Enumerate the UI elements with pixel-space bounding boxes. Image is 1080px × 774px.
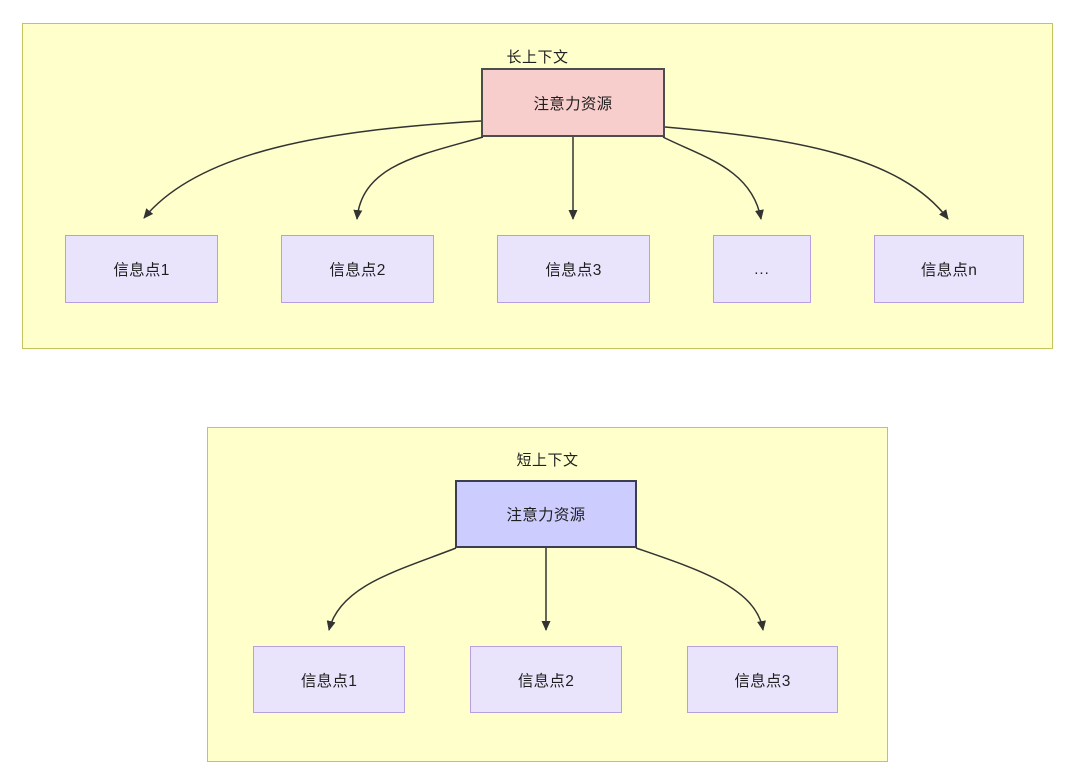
node-info-point-3-long[interactable]: 信息点3 — [497, 235, 650, 303]
node-label: 信息点2 — [329, 262, 386, 279]
node-label: 信息点n — [920, 262, 978, 279]
node-label: 注意力资源 — [506, 507, 586, 524]
node-info-point-ellipsis-long[interactable]: ... — [713, 235, 811, 303]
node-info-point-n-long[interactable]: 信息点n — [874, 235, 1024, 303]
node-info-point-3-short[interactable]: 信息点3 — [687, 646, 838, 713]
node-info-point-2-long[interactable]: 信息点2 — [281, 235, 434, 303]
node-info-point-1-short[interactable]: 信息点1 — [253, 646, 405, 713]
node-attention-resource-long[interactable]: 注意力资源 — [481, 68, 665, 137]
node-label: 注意力资源 — [533, 95, 613, 113]
node-label: 信息点2 — [517, 672, 575, 690]
node-label: 信息点1 — [300, 672, 358, 690]
node-attention-resource-short[interactable]: 注意力资源 — [455, 480, 637, 548]
node-label: 信息点3 — [734, 672, 791, 690]
node-label: ... — [754, 260, 770, 278]
node-label: 信息点1 — [113, 262, 170, 279]
node-label: 信息点3 — [545, 262, 602, 279]
node-info-point-2-short[interactable]: 信息点2 — [470, 646, 622, 713]
panel-short-context-title: 短上下文 — [516, 452, 579, 469]
node-info-point-1-long[interactable]: 信息点1 — [65, 235, 218, 303]
panel-long-context-title: 长上下文 — [506, 49, 569, 66]
